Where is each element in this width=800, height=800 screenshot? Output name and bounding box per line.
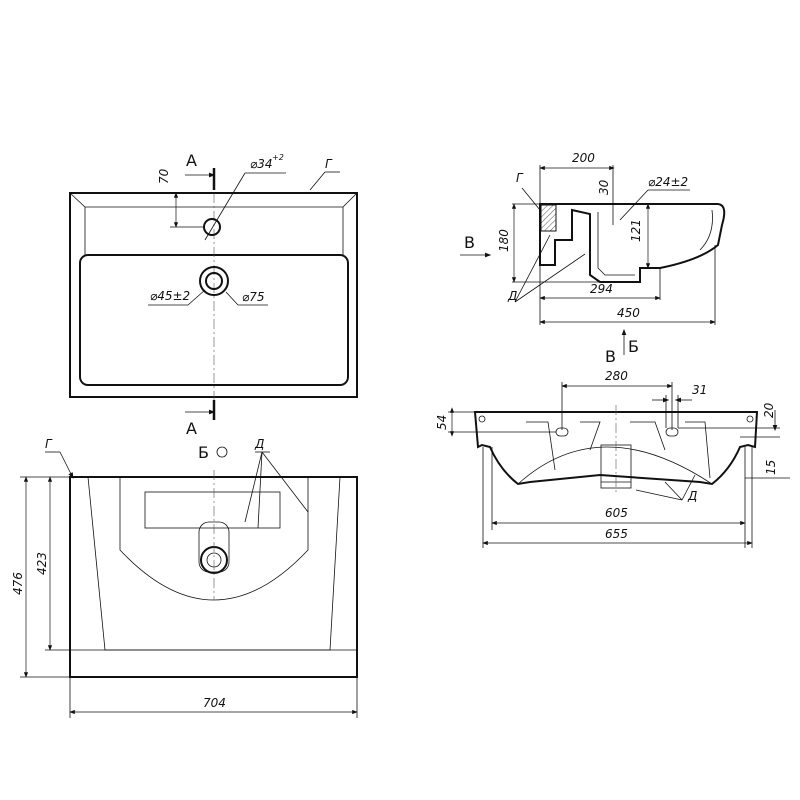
dim-121: 121 (629, 219, 643, 242)
view-label-v: В (605, 347, 616, 366)
section-view: 200 30 ⌀24±2 121 180 Г В Д 294 450 Б (460, 151, 726, 356)
hatched-wall (540, 204, 557, 232)
section-label-bottom: А (186, 419, 197, 438)
dim-70: 70 (157, 168, 171, 184)
detail-label-d: Д (254, 437, 264, 451)
dim-476: 476 (11, 572, 25, 595)
dim-180: 180 (497, 229, 511, 252)
view-arrow-label-v: В (464, 233, 475, 252)
drain-inner (205, 272, 223, 290)
dim-704: 704 (203, 696, 226, 710)
edge-label-g: Г (325, 157, 333, 171)
back-view: В 280 31 54 20 15 605 655 Д (435, 347, 790, 548)
dim-450: 450 (617, 306, 640, 320)
back-ledge (69, 192, 358, 255)
dim-605: 605 (605, 506, 628, 520)
dim-drain-inner: ⌀45±2 (150, 289, 190, 303)
faucet-hole (203, 218, 221, 236)
back-profile (473, 411, 759, 486)
dim-294: 294 (590, 282, 613, 296)
detail-label-d: Д (687, 489, 697, 503)
basin-front-outline (69, 476, 358, 678)
dim-54: 54 (435, 415, 449, 430)
dim-faucet-hole: ⌀34 (250, 157, 273, 171)
dim-20: 20 (762, 402, 776, 418)
dim-280: 280 (605, 369, 628, 383)
edge-label-g: Г (45, 437, 53, 451)
arrow-b-label: Б (628, 337, 639, 356)
edge-label-g: Г (516, 171, 524, 185)
drain-outer (199, 266, 229, 296)
dim-drain-outer: ⌀75 (242, 290, 265, 304)
dim-faucet-hole-tolerance: +2 (272, 153, 284, 162)
dim-31: 31 (692, 383, 707, 397)
section-label-top: А (186, 151, 197, 170)
dim-30: 30 (597, 179, 611, 195)
dim-15: 15 (764, 460, 778, 475)
view-label-b: Б (198, 443, 209, 462)
dim-423: 423 (35, 552, 49, 575)
dim-655: 655 (605, 527, 628, 541)
section-profile (539, 203, 726, 283)
overflow-slot (144, 491, 281, 529)
dim-overflow: ⌀24±2 (648, 175, 688, 189)
top-view: А А 70 ⌀34 +2 Г ⌀45±2 ⌀75 (69, 151, 358, 438)
detail-label-d: Д (507, 289, 517, 303)
front-view: Б Г Д 476 423 704 (11, 437, 358, 718)
dim-200: 200 (572, 151, 595, 165)
basin-outline (69, 192, 358, 398)
